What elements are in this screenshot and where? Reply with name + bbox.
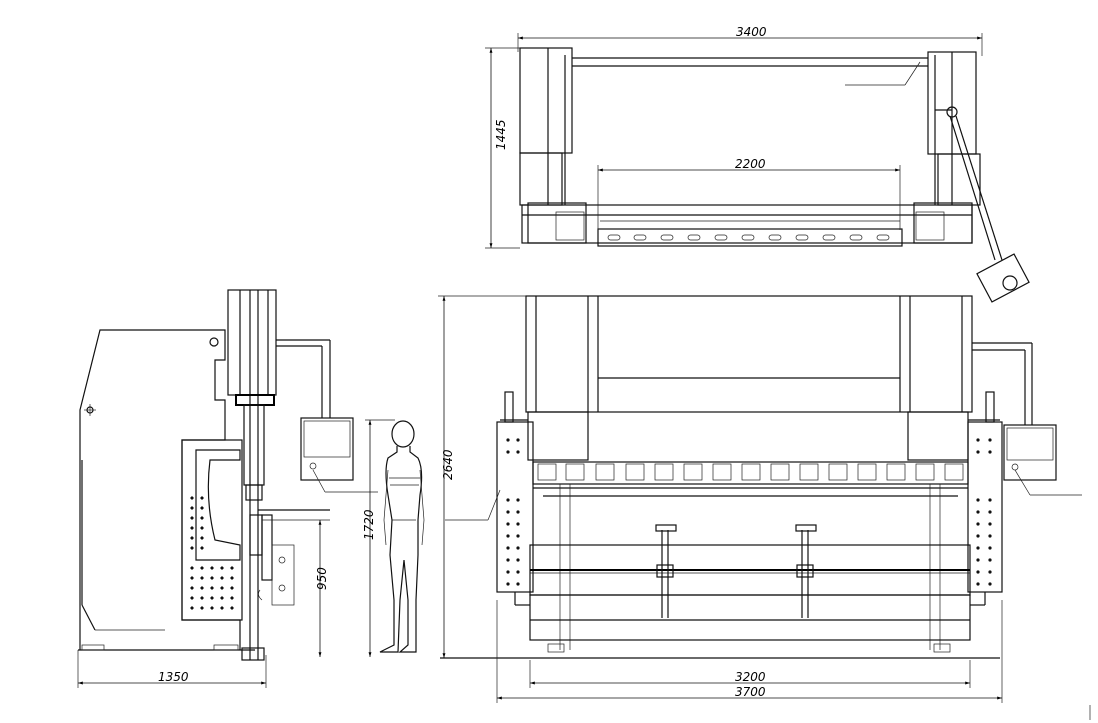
- tool-clamps: [537, 463, 964, 481]
- dim-top-width: 3400: [736, 25, 767, 39]
- control-panel-icon: [300, 417, 354, 481]
- dim-front-overall-width: 3700: [735, 685, 766, 699]
- front-right-holes: [976, 438, 992, 586]
- side-view: 1350 950 1720: [77, 289, 395, 688]
- rail-slots: [607, 234, 890, 241]
- dim-top-depth: 1445: [494, 119, 508, 150]
- top-view: 3400 2200 1445: [485, 25, 1030, 303]
- dim-side-depth: 1350: [158, 670, 189, 684]
- front-left-holes: [506, 438, 520, 586]
- side-panel-holes: [190, 496, 234, 610]
- support-arms: [655, 524, 817, 618]
- dim-overall-height: 2640: [441, 449, 455, 480]
- front-view: 2640 3200 3700: [438, 295, 1082, 703]
- person-figure-icon: [379, 420, 425, 653]
- dim-top-inner-width: 2200: [735, 157, 766, 171]
- dim-table-height: 950: [315, 567, 329, 590]
- top-swing-arm: [935, 106, 1030, 303]
- dim-front-inner-width: 3200: [735, 670, 766, 684]
- front-control-panel: [1003, 424, 1057, 481]
- dim-person-height: 1720: [362, 509, 376, 540]
